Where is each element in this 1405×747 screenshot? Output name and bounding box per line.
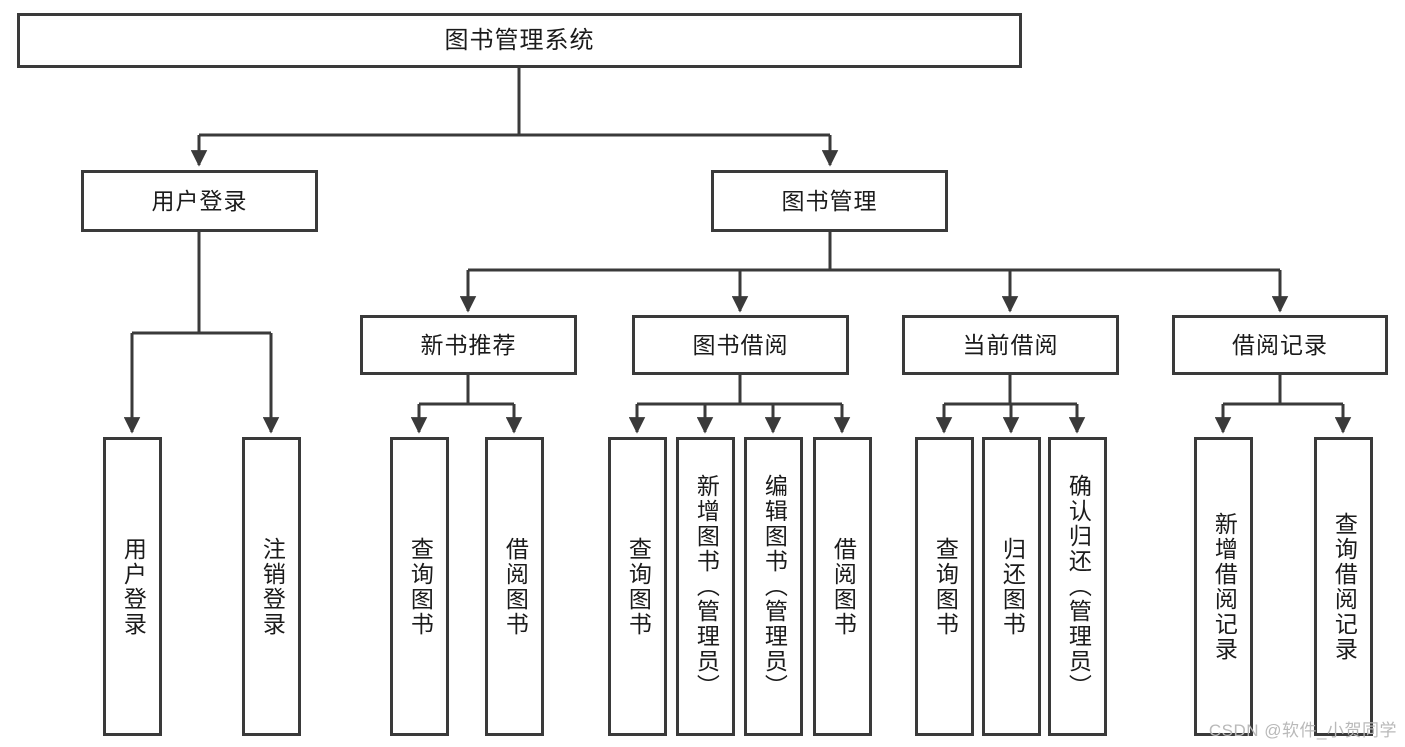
node-label: 查询图书 — [932, 536, 959, 637]
node-label: 借阅图书 — [502, 536, 529, 637]
node-label: 归还图书 — [999, 536, 1026, 637]
node-new-book-recommend[interactable]: 新书推荐 — [360, 315, 577, 375]
node-label: 查询借阅记录 — [1331, 511, 1358, 662]
node-label: 图书管理 — [781, 187, 878, 214]
node-current-borrow[interactable]: 当前借阅 — [902, 315, 1119, 375]
node-label: 确认归还（管理员） — [1065, 474, 1092, 699]
leaf-borrow-book[interactable]: 借阅图书 — [813, 437, 872, 736]
leaf-confirm-return-admin[interactable]: 确认归还（管理员） — [1048, 437, 1107, 736]
watermark-text: CSDN @软件_小贺同学 — [1208, 721, 1397, 740]
node-label: 当前借阅 — [962, 331, 1059, 358]
node-borrow-record[interactable]: 借阅记录 — [1172, 315, 1388, 375]
leaf-return-book[interactable]: 归还图书 — [982, 437, 1041, 736]
node-label: 新书推荐 — [420, 331, 517, 358]
node-book-management[interactable]: 图书管理 — [711, 170, 948, 232]
node-label: 用户登录 — [120, 536, 147, 637]
leaf-add-book-admin[interactable]: 新增图书（管理员） — [676, 437, 735, 736]
node-label: 注销登录 — [259, 536, 286, 637]
node-root-library-system[interactable]: 图书管理系统 — [17, 13, 1022, 68]
node-label: 新增借阅记录 — [1211, 511, 1238, 662]
leaf-edit-book-admin[interactable]: 编辑图书（管理员） — [744, 437, 803, 736]
node-user-login[interactable]: 用户登录 — [81, 170, 318, 232]
leaf-query-book-borrow[interactable]: 查询图书 — [608, 437, 667, 736]
leaf-query-book-current[interactable]: 查询图书 — [915, 437, 974, 736]
leaf-user-login[interactable]: 用户登录 — [103, 437, 162, 736]
leaf-borrow-book-new[interactable]: 借阅图书 — [485, 437, 544, 736]
node-label: 新增图书（管理员） — [693, 474, 720, 699]
leaf-add-borrow-record[interactable]: 新增借阅记录 — [1194, 437, 1253, 736]
node-label: 图书借阅 — [692, 331, 789, 358]
leaf-logout[interactable]: 注销登录 — [242, 437, 301, 736]
node-label: 查询图书 — [625, 536, 652, 637]
leaf-query-book-new[interactable]: 查询图书 — [390, 437, 449, 736]
node-label: 借阅记录 — [1232, 331, 1328, 358]
node-label: 查询图书 — [407, 536, 434, 637]
node-label: 图书管理系统 — [444, 26, 595, 54]
node-label: 编辑图书（管理员） — [761, 474, 788, 699]
node-label: 借阅图书 — [830, 536, 857, 637]
leaf-query-borrow-record[interactable]: 查询借阅记录 — [1314, 437, 1373, 736]
node-label: 用户登录 — [151, 187, 248, 214]
node-book-borrow[interactable]: 图书借阅 — [632, 315, 849, 375]
